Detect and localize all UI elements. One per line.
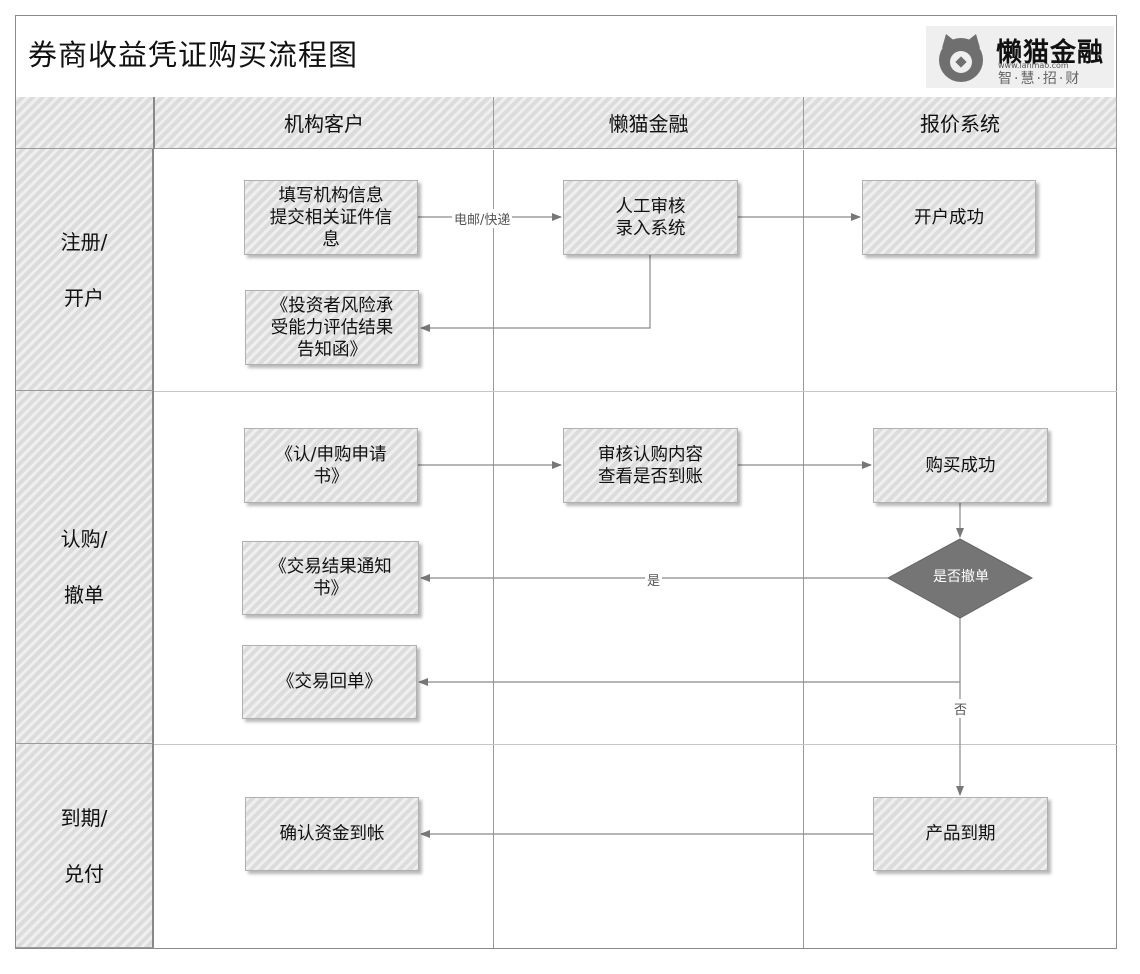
phase-maturity: 到期/ 兑付 [16, 744, 154, 948]
node-review-subscription: 审核认购内容 查看是否到账 [563, 428, 738, 503]
phase-maturity-label: 到期/ 兑付 [60, 805, 108, 886]
diagram-frame [15, 15, 1117, 949]
cancel-decision-label: 是否撤单 [933, 569, 989, 585]
node-manual-review: 人工审核 录入系统 [563, 180, 738, 255]
lane-header-lanmao: 懒猫金融 [494, 97, 804, 149]
phase-divider [154, 744, 1117, 745]
logo-name: 懒猫金融 [996, 38, 1105, 68]
node-trade-receipt: 《交易回单》 [242, 645, 417, 719]
edge-label-no: 否 [952, 699, 970, 718]
page-title: 券商收益凭证购买流程图 [28, 38, 359, 72]
phase-divider [154, 391, 1117, 392]
node-confirm-funds: 确认资金到帐 [245, 797, 419, 871]
lane-header-quote-system: 报价系统 [804, 97, 1117, 149]
edge-label-yes: 是 [645, 570, 663, 589]
phase-register: 注册/ 开户 [16, 149, 154, 391]
edge-label-mail-express: 电邮/快递 [452, 209, 513, 228]
header-corner [16, 97, 155, 149]
logo-slogan: 智·慧·招·财 [998, 71, 1082, 87]
lane-divider [803, 150, 804, 948]
node-subscription-form: 《认/申购申请 书》 [244, 428, 418, 503]
node-fill-info: 填写机构信息 提交相关证件信 息 [244, 180, 418, 255]
node-risk-letter: 《投资者风险承 受能力评估结果 告知函》 [245, 290, 419, 365]
lane-header-institution: 机构客户 [155, 97, 494, 149]
lane-divider [493, 150, 494, 948]
edge-decision-to-receipt [418, 618, 961, 686]
brand-logo: 懒猫金融 www.lanmao.com 智·慧·招·财 [926, 26, 1114, 88]
logo-url: www.lanmao.com [998, 61, 1069, 70]
cat-logo-icon [939, 34, 983, 82]
node-trade-result-notice: 《交易结果通知 书》 [242, 541, 419, 615]
phase-register-label: 注册/ 开户 [60, 229, 108, 310]
cancel-decision-diamond [886, 538, 1034, 619]
phase-subscribe-label: 认购/ 撤单 [60, 527, 108, 607]
node-purchase-success: 购买成功 [873, 428, 1048, 503]
phase-subscribe: 认购/ 撤单 [16, 391, 154, 744]
node-account-opened: 开户成功 [862, 180, 1036, 255]
node-product-maturity: 产品到期 [873, 797, 1048, 871]
edge-review-to-risk-letter [420, 255, 651, 332]
